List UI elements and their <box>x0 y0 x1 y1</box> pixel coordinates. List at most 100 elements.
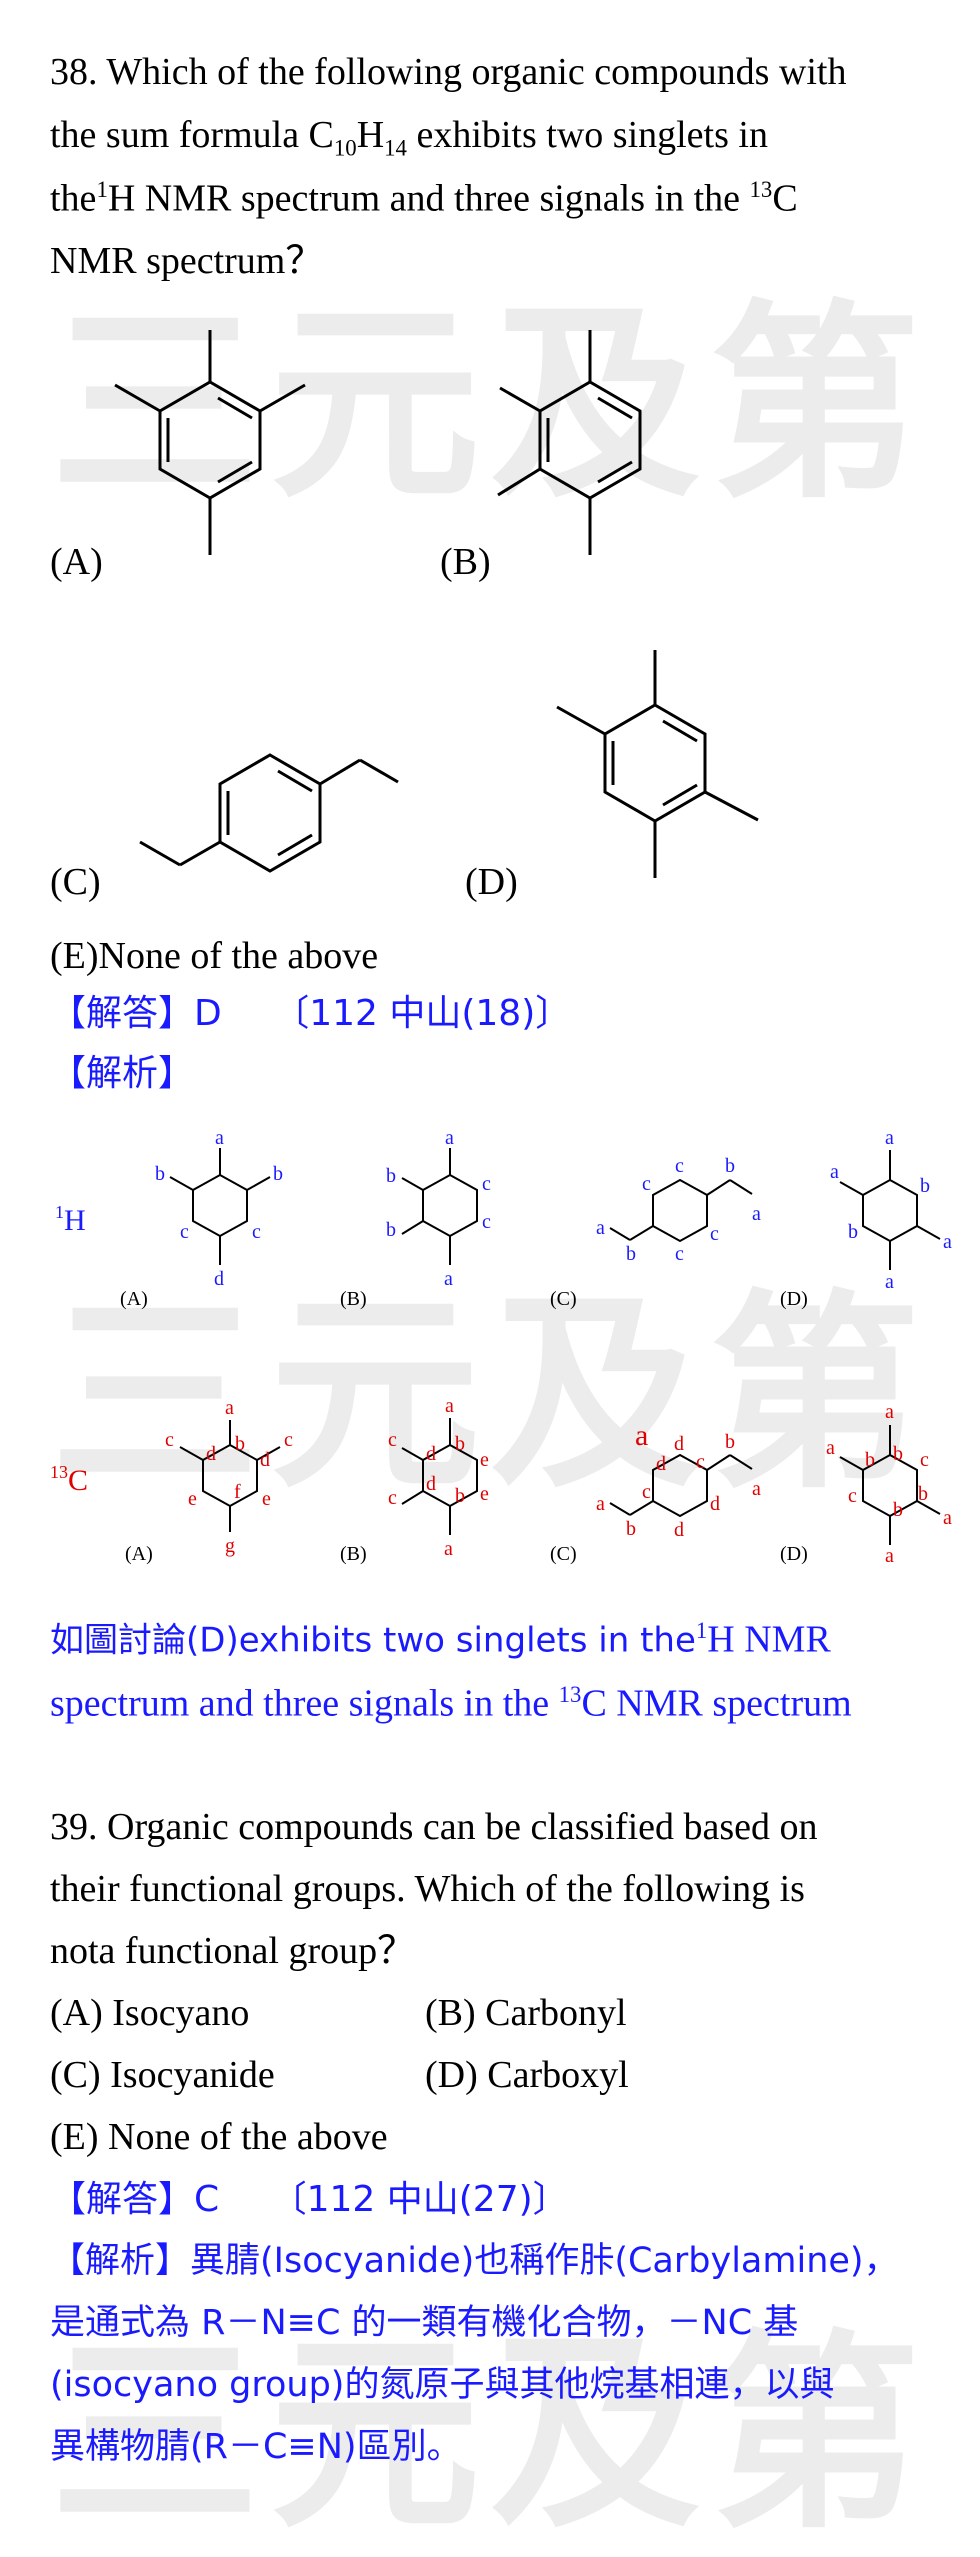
c-d-letter: a <box>943 1507 952 1529</box>
h-c-letter: c <box>642 1173 651 1195</box>
h-b-letter: b <box>386 1165 396 1187</box>
structure-c <box>139 753 399 873</box>
q39-option-d: (D) Carboxyl <box>425 2054 629 2096</box>
q38-line-1: 38. Which of the following organic compo… <box>50 51 847 93</box>
text: H NMR <box>707 1618 831 1661</box>
text: H NMR spectrum and three signals in the <box>107 177 750 220</box>
watermark: 三元及第 <box>50 1272 931 1517</box>
c-a-letter: b <box>235 1433 245 1455</box>
h-a-letter: b <box>273 1163 283 1185</box>
c-b-letter: d <box>426 1443 436 1465</box>
h-b-letter: c <box>482 1173 491 1195</box>
c-a-letter: d <box>206 1443 216 1465</box>
q38-line-3: the1H NMR spectrum and three signals in … <box>50 176 798 222</box>
answer-source: 〔112 中山(27)〕 <box>270 2179 569 2220</box>
c-a-letter: e <box>262 1488 271 1510</box>
c-c-letter: b <box>626 1518 636 1540</box>
c-c-letter: c <box>642 1481 651 1503</box>
c-b-letter: c <box>388 1487 397 1509</box>
h-c-letter: b <box>725 1155 735 1177</box>
superscript: 13 <box>558 1682 582 1707</box>
c-d-letter: a <box>885 1545 894 1567</box>
c-c-letter: d <box>656 1453 666 1475</box>
c-d-letter: b <box>865 1449 875 1471</box>
q39-line-3: nota functional group？ <box>50 1930 416 1972</box>
h-option-label: (A) <box>120 1288 148 1310</box>
h-c-letter: a <box>752 1203 761 1225</box>
c-d-letter: b <box>918 1483 928 1505</box>
c-c-letter: d <box>674 1433 684 1455</box>
q39-option-a: (A) Isocyano <box>50 1992 250 2034</box>
text: 如圖討論(D)exhibits two singlets in the <box>50 1620 696 1661</box>
text: exhibits two singlets in <box>406 114 768 156</box>
c-option-label: (B) <box>340 1543 367 1565</box>
q39-line-1: 39. Organic compounds can be classified … <box>50 1806 818 1848</box>
c-option-label: (C) <box>550 1543 577 1565</box>
q38-line-2: the sum formula C10H14 exhibits two sing… <box>50 113 768 162</box>
h-option-label: (B) <box>340 1288 367 1310</box>
superscript: 1 <box>695 1618 708 1643</box>
watermark: 三元及第 <box>50 282 931 527</box>
h-c-letter: b <box>626 1243 636 1265</box>
q38-analysis-label: 【解析】 <box>50 1053 195 1094</box>
c-d-letter: c <box>848 1485 857 1507</box>
q39-explanation-4: 異構物腈(R－C≡N)區別。 <box>50 2427 462 2467</box>
c-c-letter: b <box>725 1431 735 1453</box>
h-d-letter: b <box>920 1175 930 1197</box>
h-a-letter: d <box>214 1268 224 1290</box>
answer-source: 〔112 中山(18)〕 <box>273 993 572 1034</box>
c-d-letter: c <box>920 1449 929 1471</box>
c-d-letter: a <box>826 1437 835 1459</box>
h-c-letter: c <box>675 1243 684 1265</box>
c-a-letter: a <box>225 1397 234 1419</box>
h-b-letter: c <box>482 1211 491 1233</box>
q39-line-2: their functional groups. Which of the fo… <box>50 1868 805 1910</box>
c-c-letter: d <box>674 1519 684 1541</box>
nmr-analysis-diagram: 1H a b b c c d <box>50 1127 952 1567</box>
option-b-label: (B) <box>440 541 491 583</box>
h-c-letter: c <box>710 1223 719 1245</box>
h-text: H <box>64 1204 86 1237</box>
h-option-label: (C) <box>550 1288 577 1310</box>
subscript: 10 <box>333 135 357 161</box>
h-a-letter: a <box>215 1127 224 1149</box>
h-c-letter: c <box>675 1155 684 1177</box>
c-d-letter: b <box>893 1499 903 1521</box>
c-a-letter: e <box>188 1488 197 1510</box>
option-a-label: (A) <box>50 541 103 583</box>
h-d-letter: a <box>885 1271 894 1293</box>
h-d-letter: b <box>848 1221 858 1243</box>
h-option-label: (D) <box>780 1288 808 1310</box>
c-b-letter: d <box>426 1473 436 1495</box>
c-a-letter: c <box>165 1429 174 1451</box>
structure-b <box>497 330 642 555</box>
superscript: 13 <box>749 177 773 202</box>
c-sup: 13 <box>50 1462 68 1482</box>
h-d-letter: a <box>830 1161 839 1183</box>
q39-explanation-2: 是通式為 R－N≡C 的一類有機化合物，－NC 基 <box>50 2303 799 2343</box>
answer-label: 【解答】C <box>50 2179 220 2220</box>
q39-answer: 【解答】C 〔112 中山(27)〕 <box>50 2178 569 2221</box>
subscript: 14 <box>384 135 407 161</box>
c-c-letter: d <box>710 1493 720 1515</box>
c-extra-letter: a <box>635 1419 648 1452</box>
text: C NMR spectrum <box>581 1682 852 1725</box>
c-b-letter: b <box>455 1485 465 1507</box>
q38-conclusion-2: spectrum and three signals in the 13C NM… <box>50 1681 852 1727</box>
h-a-letter: b <box>155 1163 165 1185</box>
c-b-letter: c <box>388 1429 397 1451</box>
c-label: 13C <box>50 1462 88 1497</box>
c-b-letter: e <box>480 1483 489 1505</box>
text: H <box>356 114 385 156</box>
h-d-letter: a <box>943 1231 952 1253</box>
c-a-letter: c <box>284 1429 293 1451</box>
c-a-letter: g <box>225 1535 235 1557</box>
c-b-letter: a <box>445 1395 454 1417</box>
superscript: 1 <box>96 177 108 202</box>
h-sup: 1 <box>55 1202 64 1222</box>
h-c-letter: a <box>596 1217 605 1239</box>
q39-option-b: (B) Carbonyl <box>425 1992 627 2034</box>
text: the sum formula C <box>50 114 334 156</box>
q38-answer: 【解答】D 〔112 中山(18)〕 <box>50 992 571 1035</box>
q39-option-e: (E) None of the above <box>50 2116 388 2158</box>
